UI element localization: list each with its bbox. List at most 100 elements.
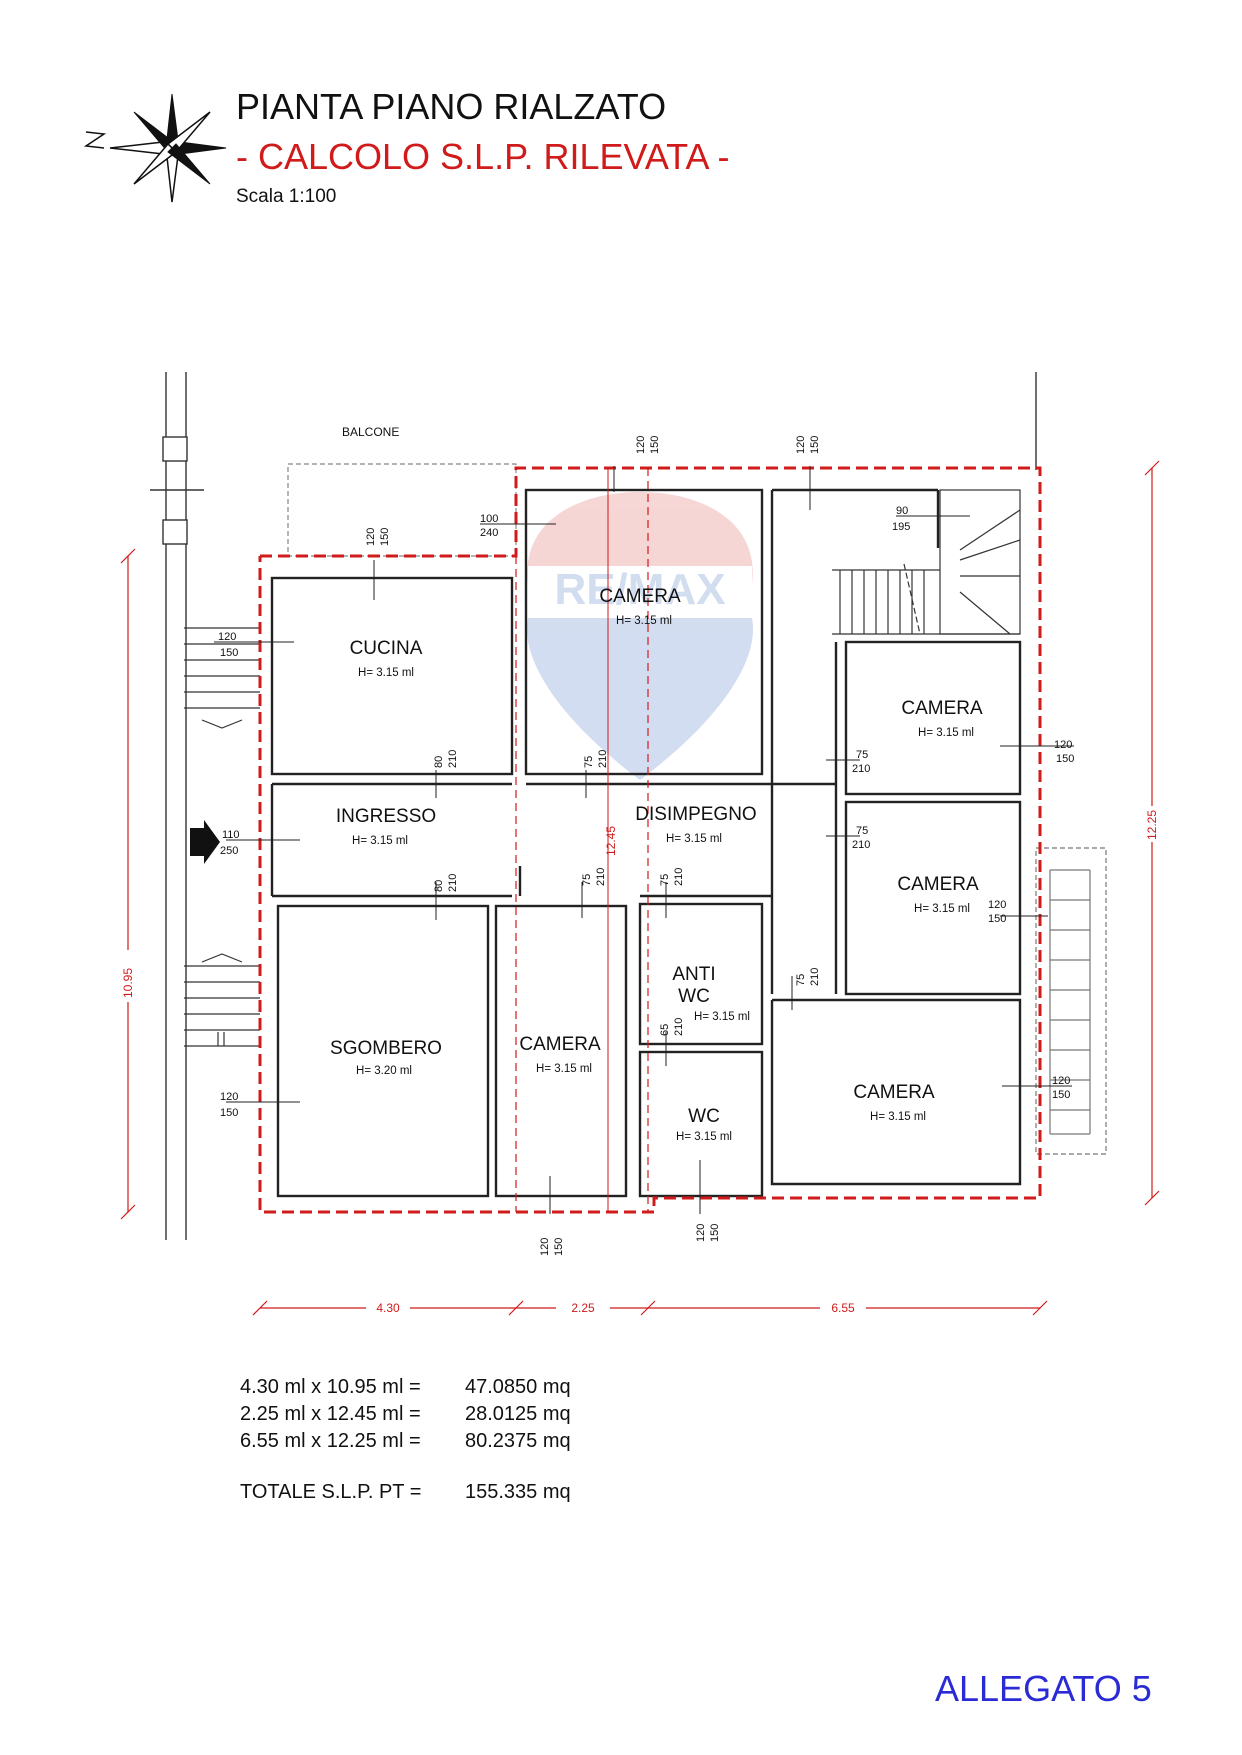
- room-label-wc: WC: [688, 1106, 720, 1127]
- room-label-disimpegno: DISIMPEGNO: [635, 804, 756, 825]
- opening-d-sgombero-w: 80: [433, 880, 445, 892]
- opening-w-r2-h: 150: [988, 913, 1006, 925]
- opening-entrance-h: 250: [220, 845, 238, 857]
- opening-d-wc-w: 65: [659, 1024, 671, 1036]
- room-height-camera-br: H= 3.15 ml: [870, 1111, 926, 1123]
- opening-d-camera-mid-h: 210: [595, 868, 607, 886]
- room-label-balcone: BALCONE: [342, 425, 399, 439]
- dimension-right-height: 12.25: [1145, 810, 1159, 840]
- opening-d-r2-w: 75: [856, 825, 868, 837]
- room-height-camera-mid: H= 3.15 ml: [536, 1063, 592, 1075]
- room-label-antiwc-1: ANTI: [672, 964, 715, 985]
- compass-rose-icon: [83, 93, 227, 203]
- room-label-camera-top: CAMERA: [599, 586, 681, 607]
- opening-d-camera-top-h: 210: [597, 750, 609, 768]
- opening-d-r2-h: 210: [852, 839, 870, 851]
- opening-balcony-door-w: 100: [480, 513, 498, 525]
- page-subtitle: - CALCOLO S.L.P. RILEVATA -: [236, 136, 730, 177]
- watermark-text: RE/MAX: [554, 565, 725, 614]
- room-height-wc: H= 3.15 ml: [676, 1131, 732, 1143]
- opening-d-camera-mid-w: 75: [581, 874, 593, 886]
- exterior-stair-right: [1035, 847, 1107, 1155]
- opening-left-win-w: 120: [218, 631, 236, 643]
- room-height-camera-r1: H= 3.15 ml: [918, 727, 974, 739]
- opening-d-br-h: 210: [809, 968, 821, 986]
- opening-balcony-door-h: 240: [480, 527, 498, 539]
- slp-outline: [258, 466, 1042, 1214]
- opening-left-win-h: 150: [220, 647, 238, 659]
- allegato-label: ALLEGATO 5: [935, 1668, 1152, 1709]
- opening-w-sgombero-w: 120: [220, 1091, 238, 1103]
- opening-w-br-h: 150: [1052, 1089, 1070, 1101]
- opening-d-antiwc-w: 75: [659, 874, 671, 886]
- interior-stair: [832, 489, 1021, 635]
- calc-expression: 4.30 ml x 10.95 ml =: [240, 1376, 421, 1398]
- opening-w-r1-w: 120: [1054, 739, 1072, 751]
- opening-w-bottom-wc-h: 150: [709, 1224, 721, 1242]
- opening-cucina-win-w: 120: [365, 528, 377, 546]
- room-label-sgombero: SGOMBERO: [330, 1038, 442, 1059]
- calc-result: 28.0125 mq: [465, 1403, 571, 1425]
- slp-sections: [515, 468, 649, 1212]
- opening-d-br-w: 75: [795, 974, 807, 986]
- room-height-ingresso: H= 3.15 ml: [352, 835, 408, 847]
- room-label-ingresso: INGRESSO: [336, 806, 436, 827]
- room-label-camera-mid: CAMERA: [519, 1034, 601, 1055]
- entrance-arrow-icon: [190, 820, 220, 864]
- opening-stair-win-h: 195: [892, 521, 910, 533]
- room-height-camera-r2: H= 3.15 ml: [914, 903, 970, 915]
- dimension-width-3: 6.55: [831, 1301, 855, 1315]
- room-label-camera-r1: CAMERA: [901, 698, 983, 719]
- calc-total-label: TOTALE S.L.P. PT =: [240, 1481, 422, 1503]
- opening-d-r1-h: 210: [852, 763, 870, 775]
- opening-d-wc-h: 210: [673, 1018, 685, 1036]
- dimension-left-height: 10.95: [121, 968, 135, 998]
- opening-cucina-win-h: 150: [379, 528, 391, 546]
- opening-entrance-w: 110: [222, 829, 240, 841]
- opening-w-top2-h: 150: [809, 436, 821, 454]
- opening-w-bottom-mid-h: 150: [553, 1238, 565, 1256]
- exterior-stair-left: [184, 627, 260, 1047]
- opening-d-sgombero-h: 210: [447, 874, 459, 892]
- dimension-width-2: 2.25: [571, 1301, 595, 1315]
- opening-d-camera-top-w: 75: [583, 756, 595, 768]
- room-label-cucina: CUCINA: [350, 638, 423, 659]
- opening-w-bottom-mid-w: 120: [539, 1238, 551, 1256]
- opening-w-br-w: 120: [1052, 1075, 1070, 1087]
- calc-total-value: 155.335 mq: [465, 1481, 571, 1503]
- opening-stair-win-w: 90: [896, 505, 908, 517]
- opening-w-sgombero-h: 150: [220, 1107, 238, 1119]
- opening-leaders: [214, 466, 1074, 1214]
- page-title: PIANTA PIANO RIALZATO: [236, 86, 667, 127]
- opening-w-r1-h: 150: [1056, 753, 1074, 765]
- opening-w-bottom-wc-w: 120: [695, 1224, 707, 1242]
- balcony-outline: [287, 463, 517, 557]
- site-boundary: [150, 372, 1037, 1240]
- opening-d-r1-w: 75: [856, 749, 868, 761]
- room-height-camera-top: H= 3.15 ml: [616, 615, 672, 627]
- remax-balloon-logo: RE/MAX: [526, 492, 754, 780]
- dimension-width-1: 4.30: [376, 1301, 400, 1315]
- scale-label: Scala 1:100: [236, 186, 337, 207]
- dimension-lines: [120, 460, 1160, 1316]
- opening-w-r2-w: 120: [988, 899, 1006, 911]
- opening-w-top1-w: 120: [635, 436, 647, 454]
- opening-w-top2-w: 120: [795, 436, 807, 454]
- room-height-disimpegno: H= 3.15 ml: [666, 833, 722, 845]
- room-label-antiwc-2: WC: [678, 986, 710, 1007]
- room-label-camera-r2: CAMERA: [897, 874, 979, 895]
- opening-d-cucina-h: 210: [447, 750, 459, 768]
- opening-d-cucina-w: 80: [433, 756, 445, 768]
- room-label-camera-br: CAMERA: [853, 1082, 935, 1103]
- room-height-cucina: H= 3.15 ml: [358, 667, 414, 679]
- calc-result: 47.0850 mq: [465, 1376, 571, 1398]
- room-height-sgombero: H= 3.20 ml: [356, 1065, 412, 1077]
- room-height-antiwc: H= 3.15 ml: [694, 1011, 750, 1023]
- dimension-mid-height: 12.45: [604, 826, 618, 856]
- calc-expression: 2.25 ml x 12.45 ml =: [240, 1403, 421, 1425]
- opening-w-top1-h: 150: [649, 436, 661, 454]
- calc-expression: 6.55 ml x 12.25 ml =: [240, 1430, 421, 1452]
- opening-d-antiwc-h: 210: [673, 868, 685, 886]
- calc-result: 80.2375 mq: [465, 1430, 571, 1452]
